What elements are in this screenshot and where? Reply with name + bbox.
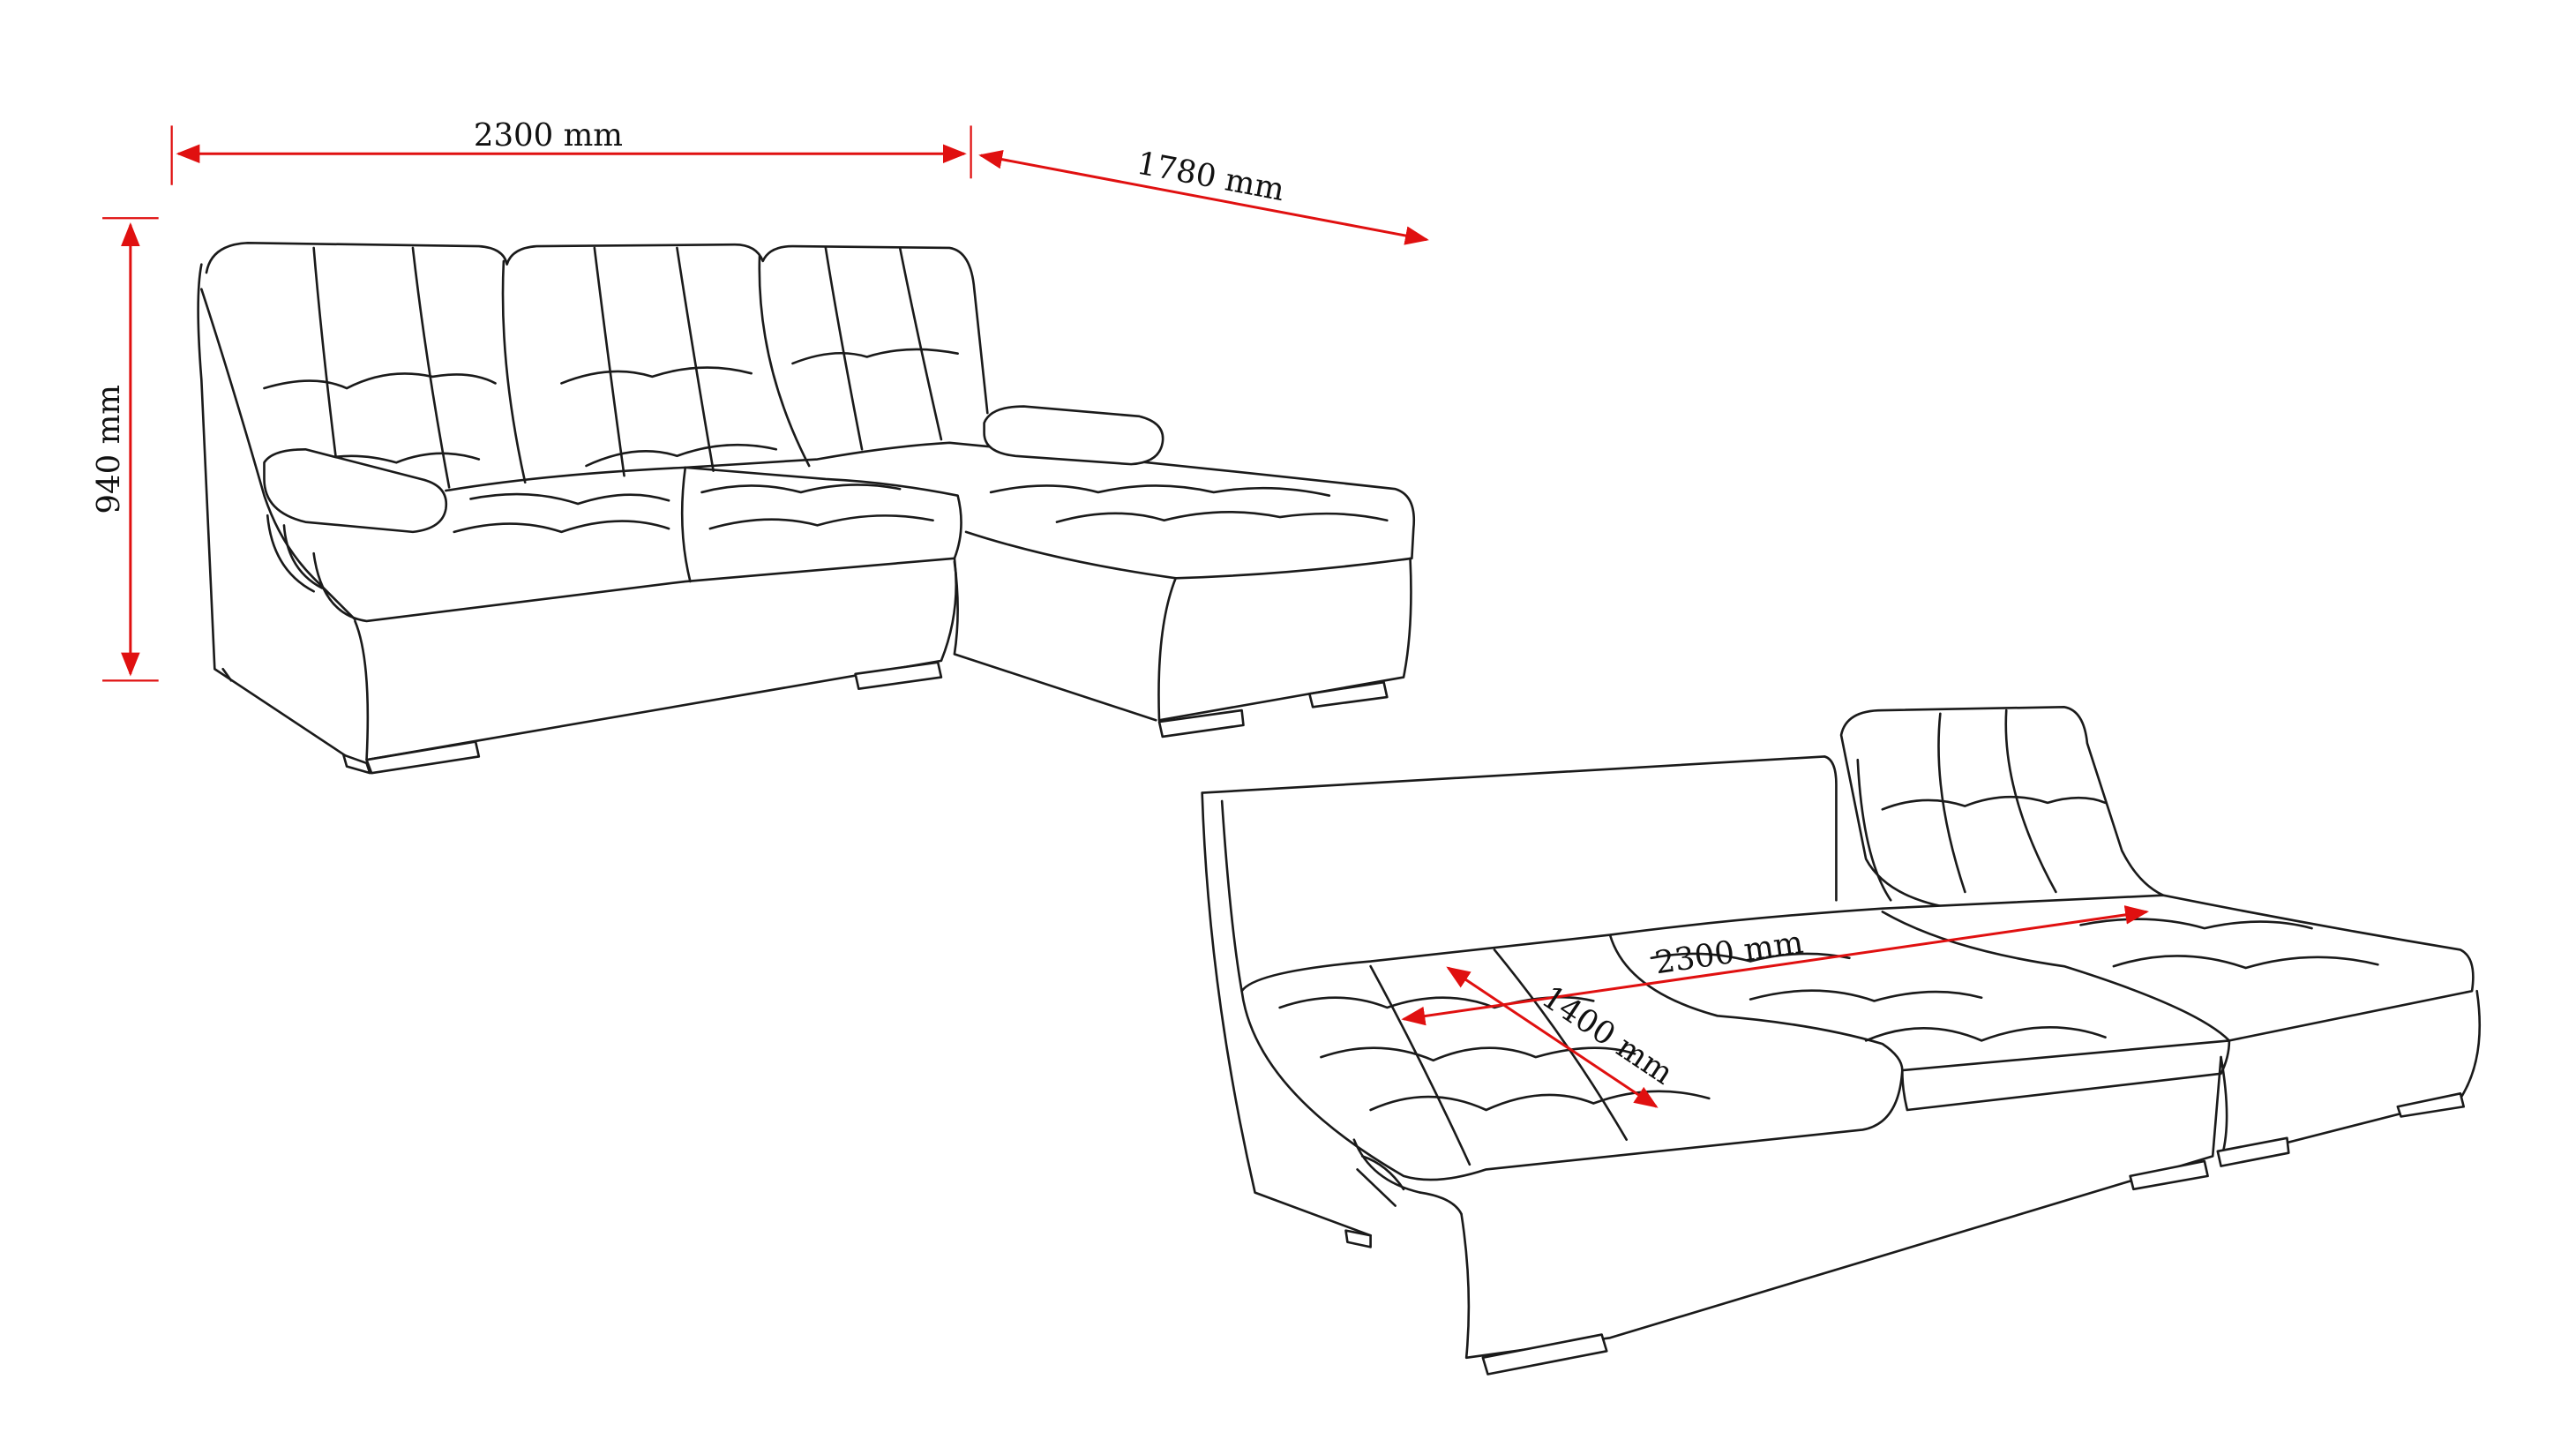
assembled-sofa-drawing [197, 241, 1416, 775]
width-dimension: 2300 mm [170, 117, 972, 185]
width-label: 2300 mm [474, 117, 623, 154]
depth-dimension: 1780 mm [978, 146, 1429, 245]
height-dimension: 940 mm [91, 217, 159, 682]
bed-mode-sofa-drawing [1201, 705, 2482, 1376]
height-label: 940 mm [91, 385, 127, 514]
